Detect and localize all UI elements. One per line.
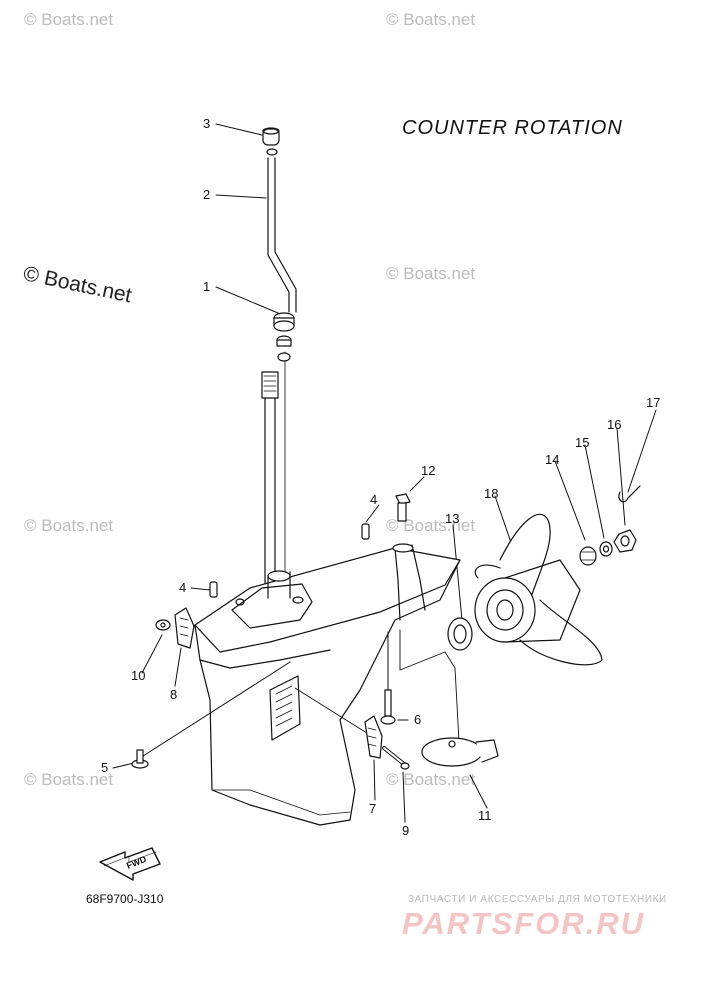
fwd-arrow-icon: FWD xyxy=(99,847,161,881)
ads-tagline: ЗАПЧАСТИ И АКСЕССУАРЫ ДЛЯ МОТОТЕХНИКИ xyxy=(408,894,667,905)
watermark: © Boats.net xyxy=(386,516,476,535)
lower-casing xyxy=(194,543,461,826)
part-code: 68F9700-J310 xyxy=(86,892,164,906)
callout-7: 7 xyxy=(369,801,377,816)
callout-9: 9 xyxy=(402,823,410,838)
watermark: © Boats.net xyxy=(386,770,476,789)
callout-18: 18 xyxy=(484,486,499,501)
callout-3: 3 xyxy=(203,116,211,131)
callout-10: 10 xyxy=(131,668,146,683)
callout-12: 12 xyxy=(421,463,436,478)
callout-11: 11 xyxy=(478,808,492,823)
callout-2: 2 xyxy=(203,187,211,202)
small-parts xyxy=(131,493,499,770)
leader-lines xyxy=(112,123,657,823)
callout-6: 6 xyxy=(414,712,422,727)
callout-4: 4 xyxy=(179,580,187,595)
watermark: © Boats.net xyxy=(24,10,114,29)
watermark: © Boats.net xyxy=(386,10,476,29)
shift-rod-assembly xyxy=(261,127,297,591)
callout-14: 14 xyxy=(545,452,560,467)
callout-16: 16 xyxy=(607,417,622,432)
watermark: © Boats.net xyxy=(24,516,114,535)
callout-13: 13 xyxy=(445,511,460,526)
ads-logo: PARTSFOR.RU xyxy=(402,906,646,941)
watermark: © Boats.net xyxy=(24,770,114,789)
watermark: © Boats.net xyxy=(386,264,476,283)
callout-17: 17 xyxy=(646,395,661,410)
callout-15: 15 xyxy=(575,435,590,450)
diagram-title: COUNTER ROTATION xyxy=(402,117,623,139)
propeller-assembly xyxy=(447,485,641,666)
callout-8: 8 xyxy=(170,687,178,702)
callout-1: 1 xyxy=(203,279,211,294)
callout-5: 5 xyxy=(101,760,109,775)
callout-4: 4 xyxy=(370,492,378,507)
